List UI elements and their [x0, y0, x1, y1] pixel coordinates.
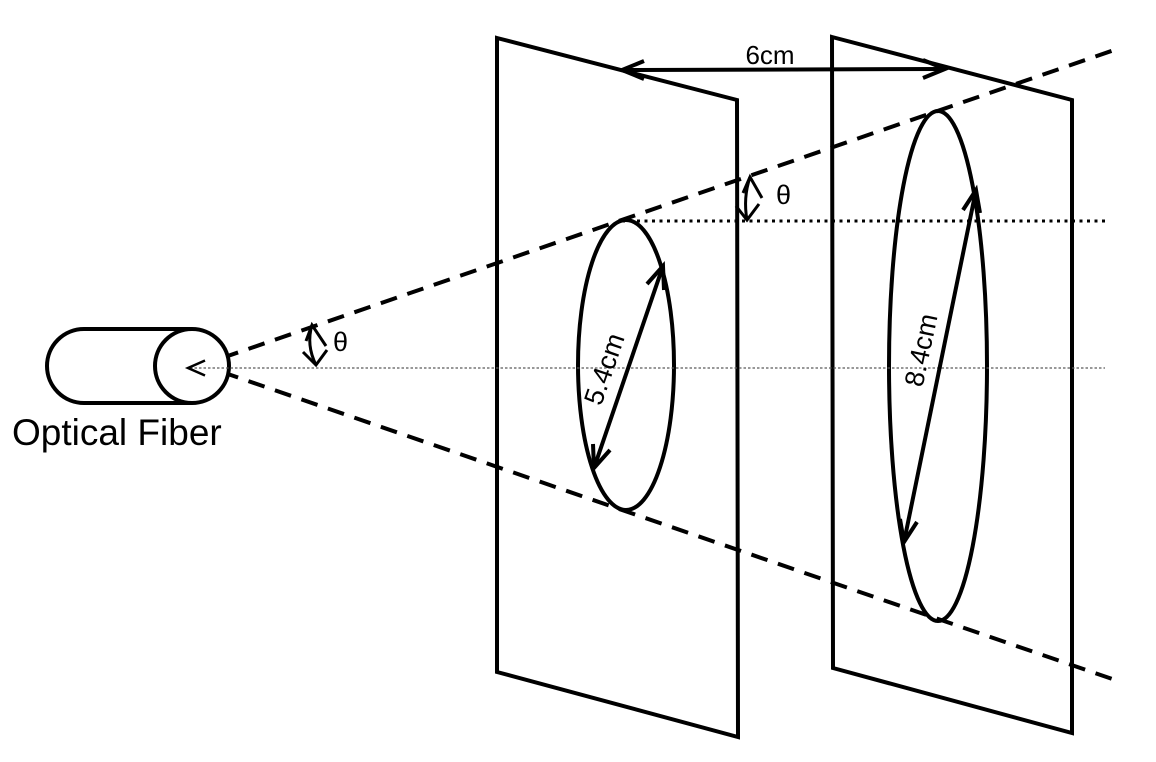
spot1-diameter-arrow [591, 260, 666, 474]
gap-dimension-arrow [616, 58, 951, 81]
up-arrowhead-icon [304, 321, 328, 347]
up-arrowhead-icon [645, 260, 666, 291]
down-arrowhead-icon [301, 349, 329, 368]
spot2-diameter-arrow [898, 184, 982, 548]
optical-fiber-body [45, 327, 192, 405]
angle-marker-screen [734, 173, 764, 223]
lower-ray-dashed-line [221, 370, 1119, 683]
down-arrowhead-icon [898, 518, 919, 548]
screen-gap-label: 6cm [745, 40, 794, 70]
optical-fiber-label: Optical Fiber [12, 412, 222, 453]
up-arrowhead-icon [741, 173, 764, 199]
angle-marker-source [301, 321, 329, 368]
left-arrowhead-icon [616, 59, 645, 81]
down-arrowhead-icon [591, 443, 612, 474]
theta-screen-label: θ [776, 180, 791, 210]
upper-ray-dashed-line [221, 46, 1121, 360]
theta-source-label: θ [333, 327, 348, 357]
axis-origin-arrowhead-icon [184, 359, 206, 377]
right-arrowhead-icon [922, 58, 951, 80]
up-arrowhead-icon [961, 184, 982, 214]
down-arrowhead-icon [734, 203, 761, 223]
